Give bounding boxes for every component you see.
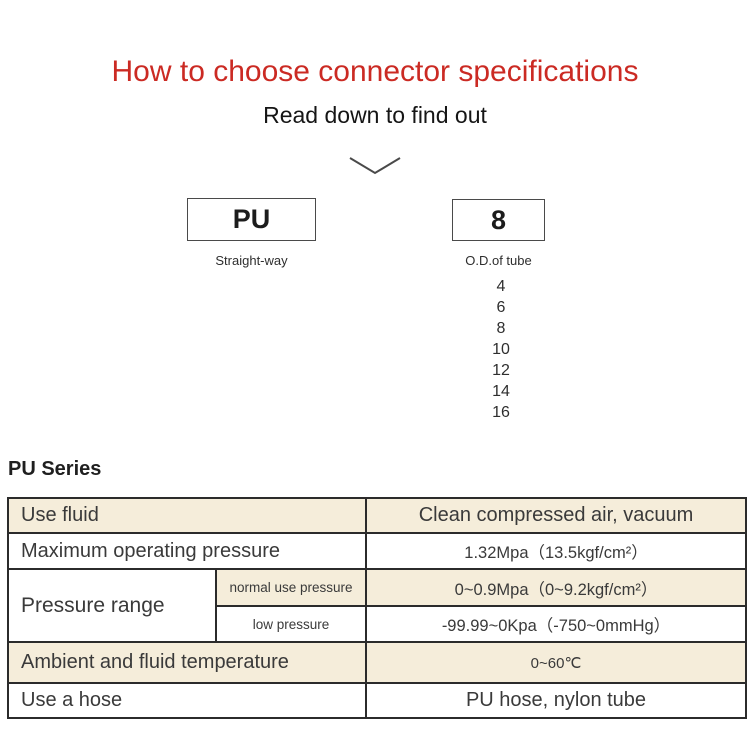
chevron-down-icon — [349, 157, 401, 175]
size-option: 4 — [496, 278, 506, 295]
size-code-label: O.D.of tube — [465, 253, 532, 268]
page-title: How to choose connector specifications — [111, 55, 639, 88]
size-options-list: 4 6 8 10 12 14 16 — [451, 276, 551, 423]
max-pressure-label: Maximum operating pressure — [7, 532, 367, 570]
size-option: 10 — [492, 341, 510, 358]
size-code-box: 8 — [452, 199, 545, 241]
low-pressure-value: -99.99~0Kpa（-750~0mmHg） — [365, 605, 747, 643]
size-option: 12 — [492, 362, 510, 379]
use-fluid-label: Use fluid — [7, 497, 367, 534]
max-pressure-value: 1.32Mpa（13.5kgf/cm²） — [365, 532, 747, 570]
type-code-label: Straight-way — [215, 253, 288, 268]
type-code-value: PU — [232, 204, 271, 234]
size-option: 14 — [492, 383, 510, 400]
spec-table: Use fluid Clean compressed air, vacuum M… — [7, 497, 747, 719]
series-heading: PU Series — [8, 458, 102, 480]
temperature-value: 0~60℃ — [365, 641, 747, 684]
table-row-use-fluid: Use fluid Clean compressed air, vacuum — [7, 497, 747, 534]
size-option: 16 — [492, 404, 510, 421]
normal-pressure-value: 0~0.9Mpa（0~9.2kgf/cm²） — [365, 568, 747, 607]
table-row-hose: Use a hose PU hose, nylon tube — [7, 682, 747, 719]
hose-value: PU hose, nylon tube — [365, 682, 747, 719]
size-option: 6 — [496, 299, 506, 316]
table-row-pressure-low: low pressure -99.99~0Kpa（-750~0mmHg） — [8, 605, 747, 643]
hose-label: Use a hose — [7, 682, 367, 719]
use-fluid-value: Clean compressed air, vacuum — [365, 497, 747, 534]
size-option: 8 — [496, 320, 506, 337]
temperature-label: Ambient and fluid temperature — [7, 641, 367, 684]
pressure-range-label: Pressure range — [7, 568, 217, 643]
page-subtitle: Read down to find out — [263, 102, 487, 128]
table-row-max-pressure: Maximum operating pressure 1.32Mpa（13.5k… — [7, 532, 747, 570]
type-code-box: PU — [187, 198, 316, 241]
table-row-pressure-normal: Pressure range normal use pressure 0~0.9… — [7, 568, 747, 643]
table-row-temperature: Ambient and fluid temperature 0~60℃ — [7, 641, 747, 684]
size-code-value: 8 — [490, 204, 507, 235]
normal-pressure-label: normal use pressure — [215, 568, 367, 607]
low-pressure-label: low pressure — [215, 605, 367, 643]
